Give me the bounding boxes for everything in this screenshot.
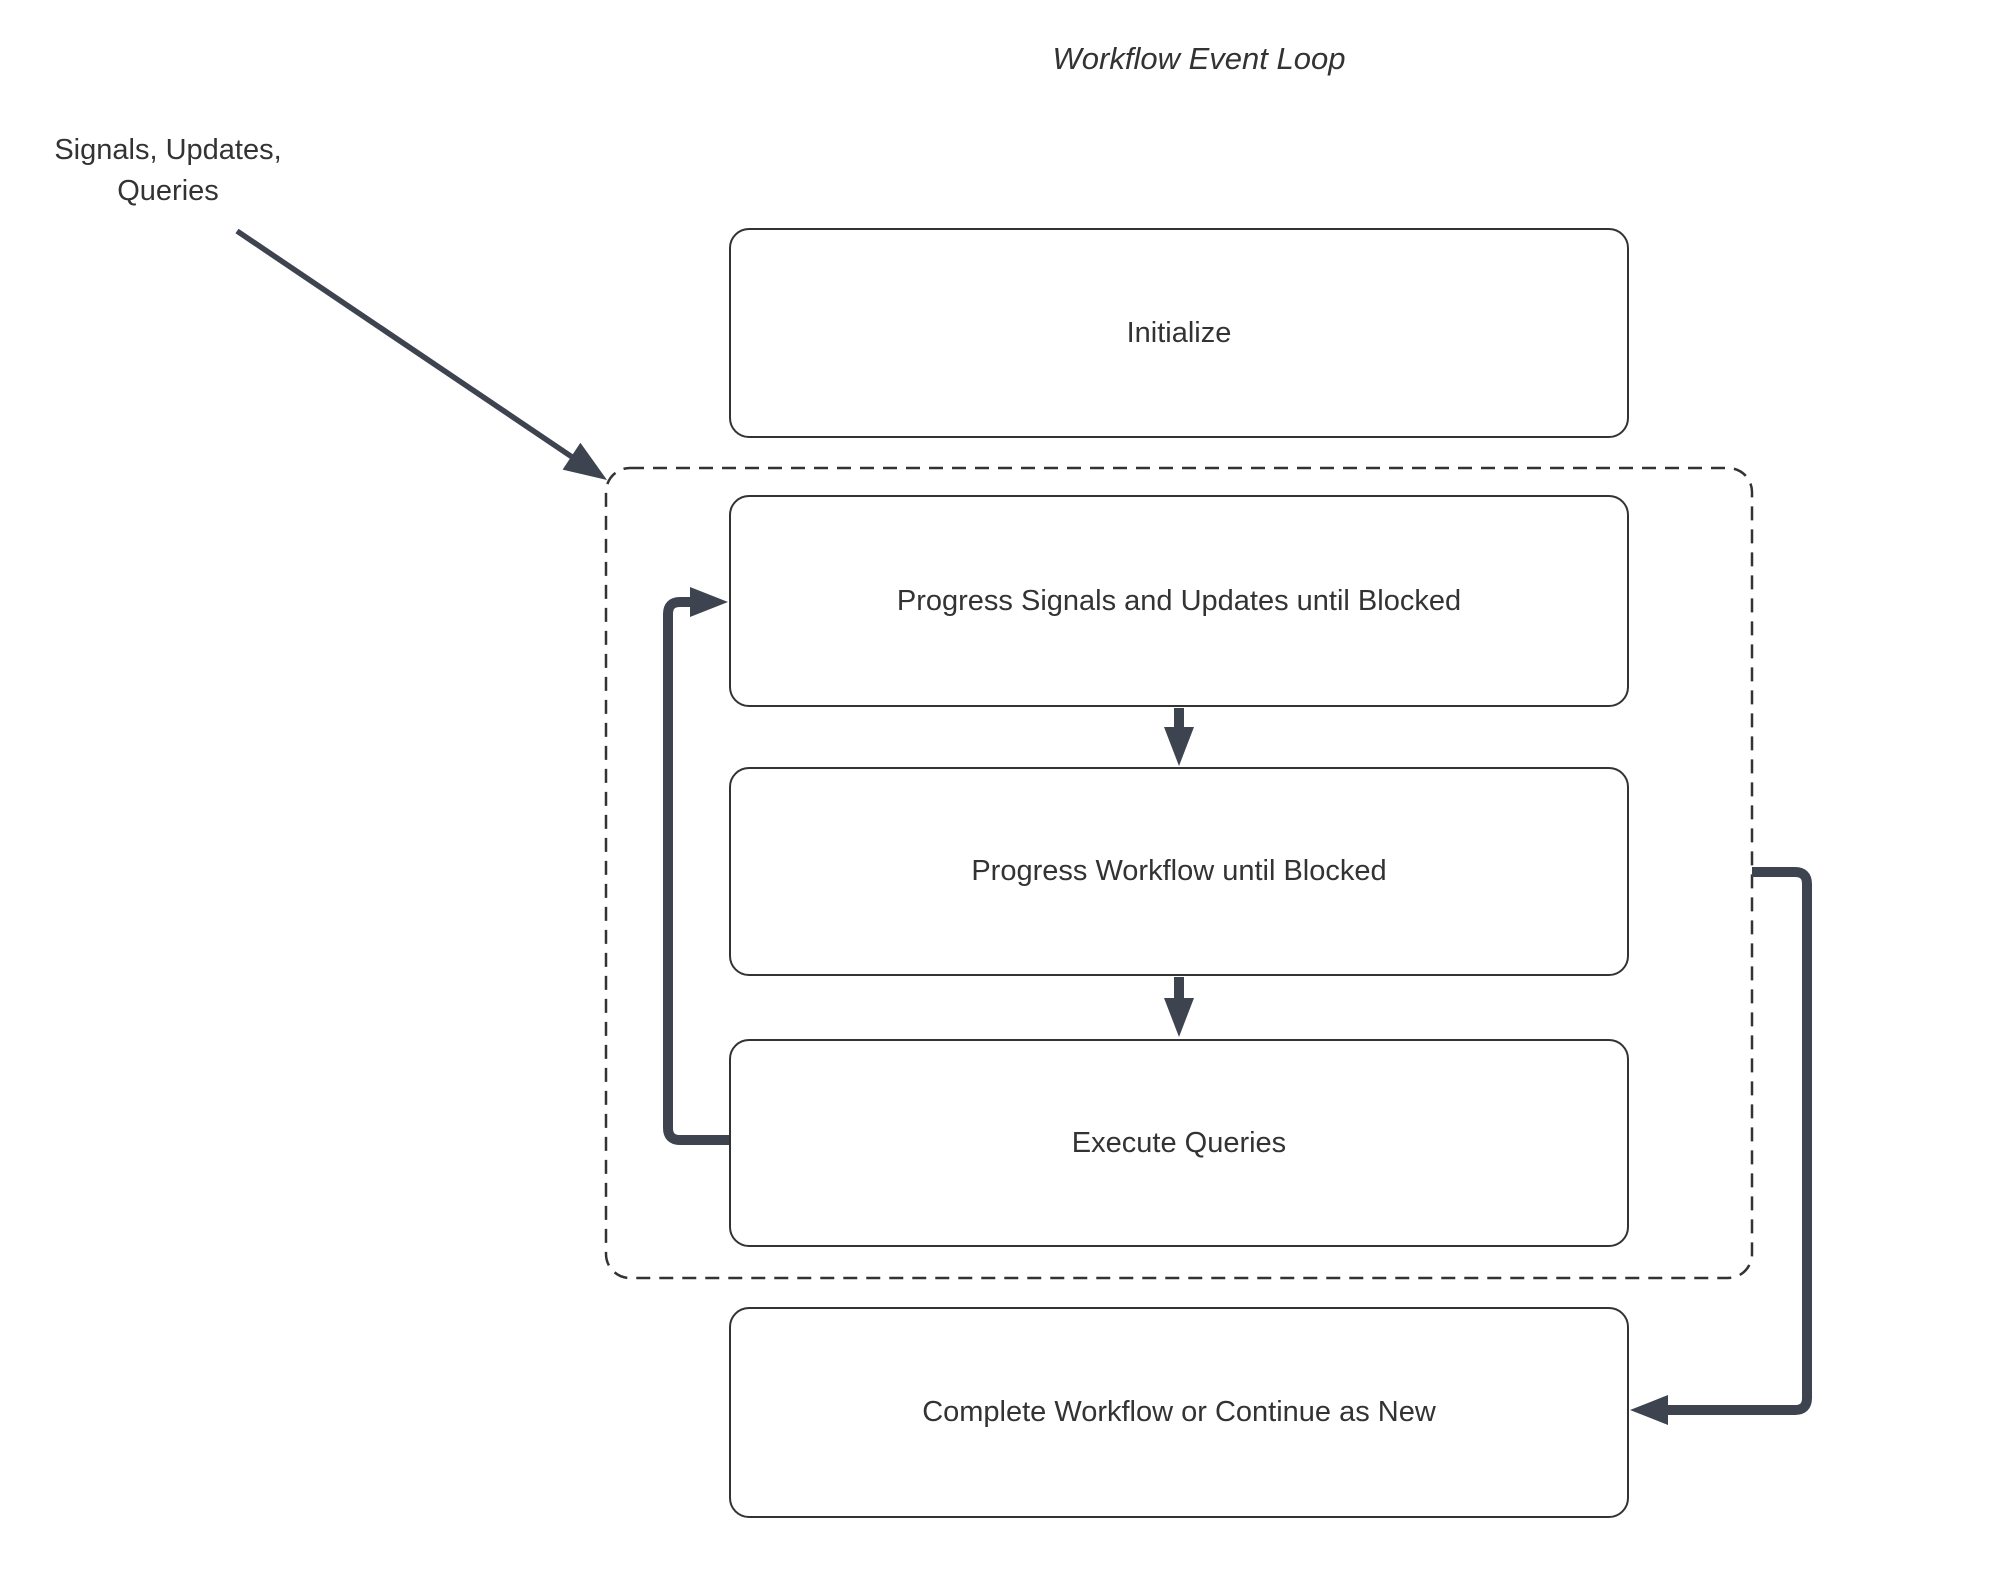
progress-signals-node-label: Progress Signals and Updates until Block… — [896, 584, 1462, 617]
complete-arrow-shaft — [1668, 867, 1812, 1415]
input-arrow-shaft — [235, 228, 580, 464]
complete-node-label: Complete Workflow or Continue as New — [922, 1396, 1436, 1428]
progress-signals-to-progress-workflow-arrow — [1164, 708, 1194, 766]
down-arrowhead-icon — [1164, 727, 1194, 766]
progress-workflow-node: Progress Workflow until Blocked — [729, 767, 1629, 976]
right-arrowhead-icon — [690, 587, 728, 617]
execute-queries-node-label: Execute Queries — [1071, 1126, 1287, 1159]
execute-queries-to-progress-signals-loop-arrow — [663, 587, 729, 1145]
initialize-node: Initialize — [729, 228, 1629, 438]
complete-node: Complete Workflow or Continue as New — [729, 1307, 1629, 1518]
loop-arrow-shaft — [663, 597, 729, 1145]
input-arrowhead-icon — [562, 442, 607, 480]
diagram-title: Workflow Event Loop — [1052, 41, 1346, 76]
execute-queries-node: Execute Queries — [729, 1039, 1629, 1247]
progress-workflow-node-label: Progress Workflow until Blocked — [971, 855, 1387, 887]
signals-updates-queries-label: Signals, Updates, Queries — [54, 134, 282, 207]
progress-workflow-to-execute-queries-arrow — [1164, 977, 1194, 1037]
initialize-node-label: Initialize — [1126, 316, 1232, 349]
left-arrowhead-icon — [1630, 1395, 1668, 1425]
loop-to-complete-arrow — [1630, 867, 1812, 1425]
down-arrowhead-icon — [1164, 998, 1194, 1037]
progress-signals-node: Progress Signals and Updates until Block… — [729, 495, 1629, 707]
input-arrow — [235, 228, 607, 480]
